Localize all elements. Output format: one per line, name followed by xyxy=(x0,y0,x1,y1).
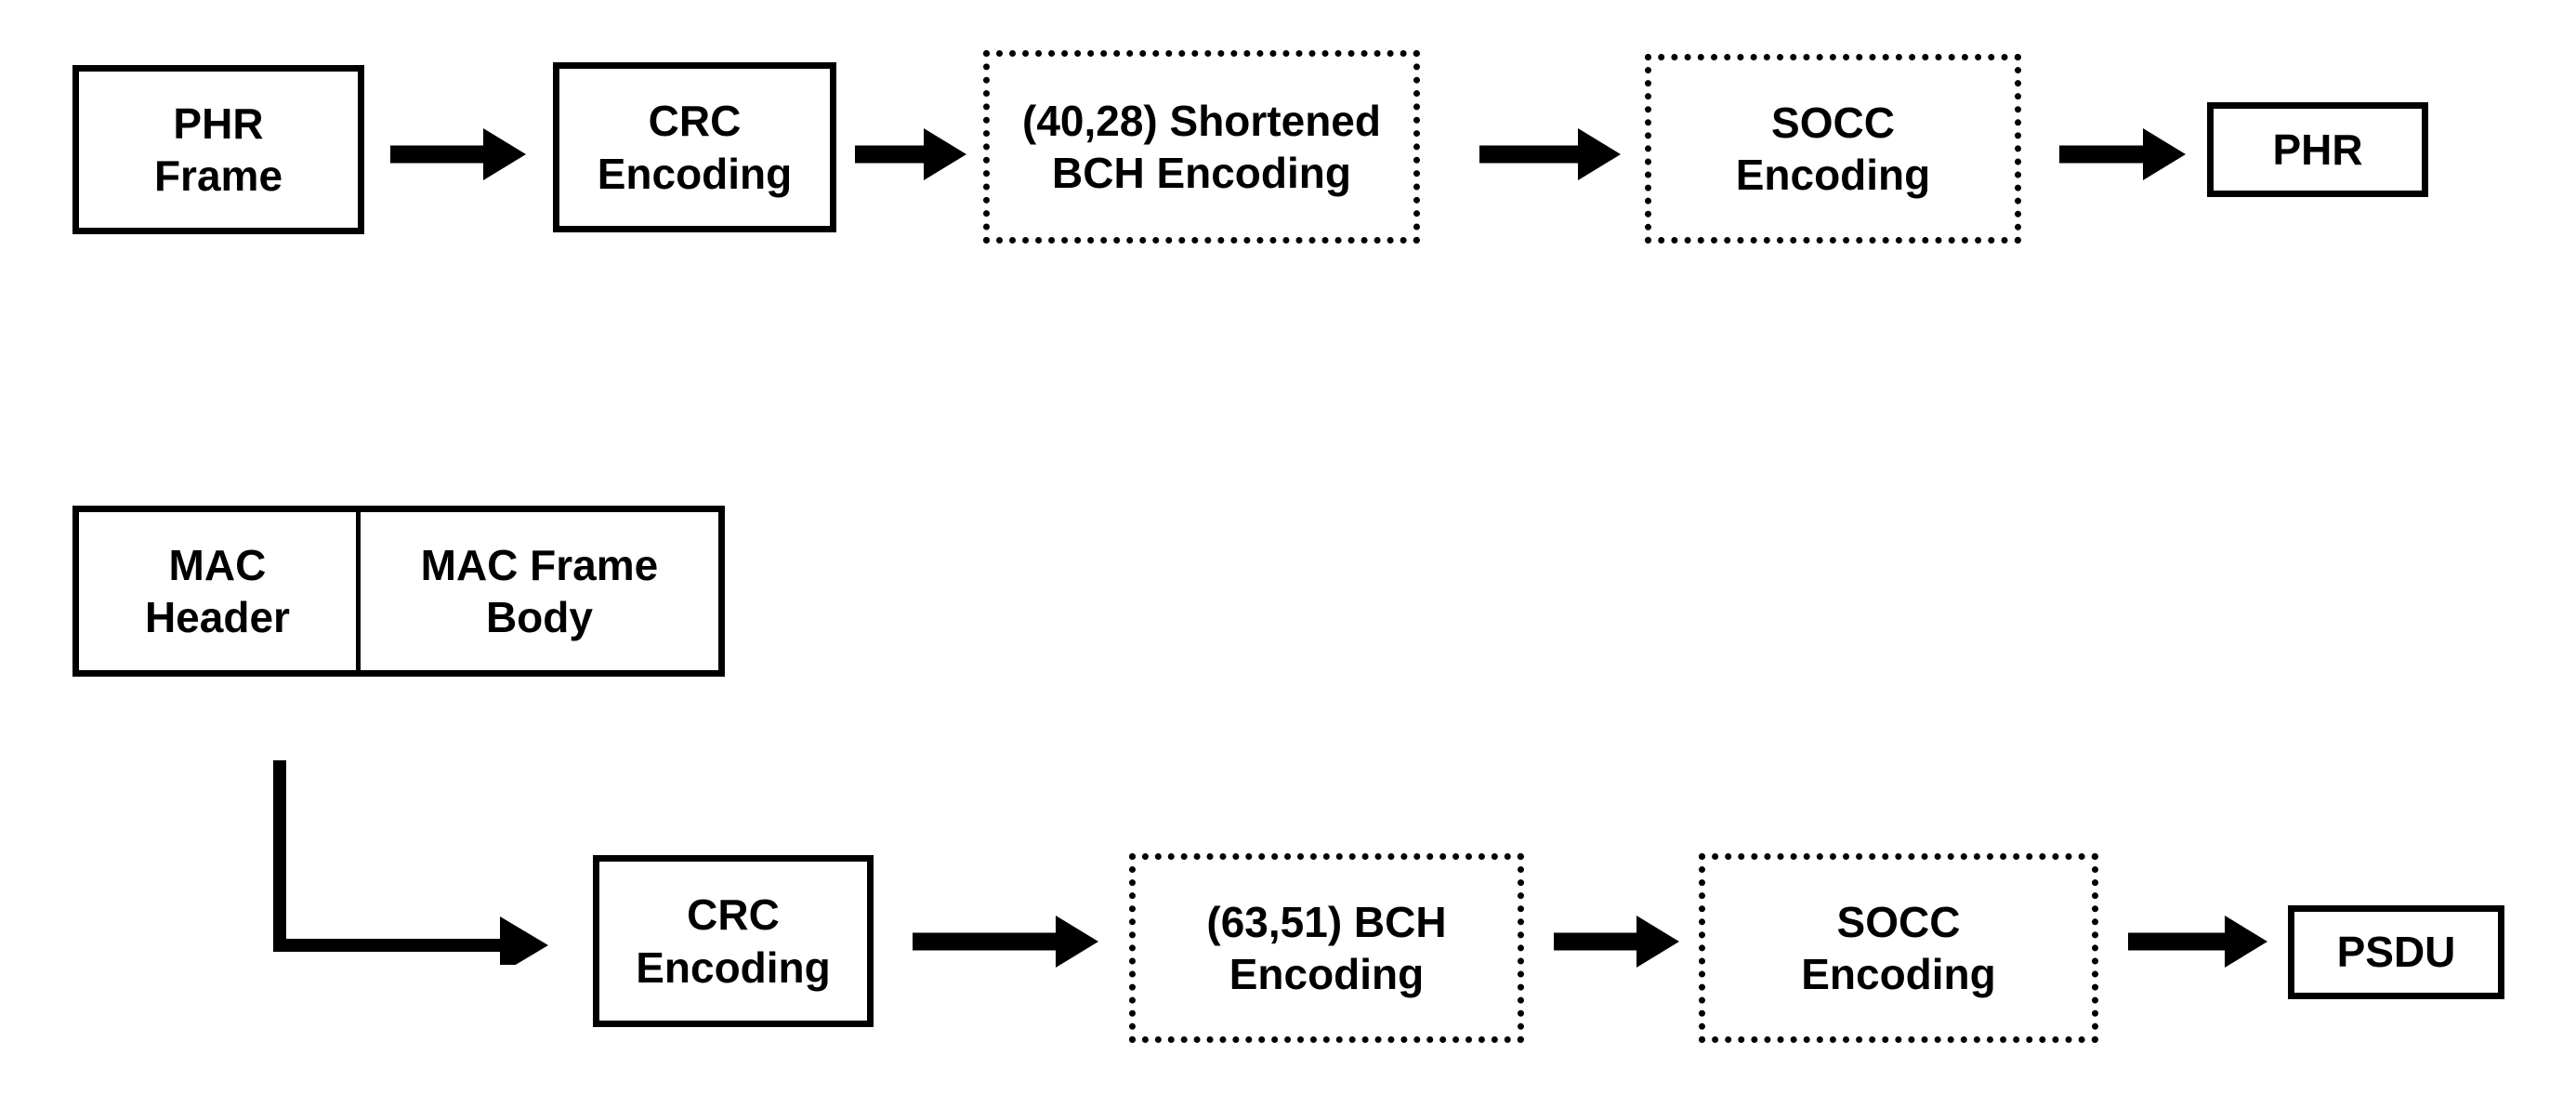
arrow-psdu-3 xyxy=(2128,916,2267,968)
node-psdu-output: PSDU xyxy=(2288,905,2504,999)
node-phr-output: PHR xyxy=(2207,102,2428,197)
arrow-phr-1 xyxy=(390,128,526,180)
node-phr-socc-encoding: SOCC Encoding xyxy=(1645,54,2021,244)
mac-frame-body-cell: MAC Frame Body xyxy=(355,512,718,670)
arrow-phr-3 xyxy=(1479,128,1621,180)
arrow-phr-4 xyxy=(2059,128,2186,180)
node-psdu-crc-encoding: CRC Encoding xyxy=(593,855,874,1027)
node-phr-shortened-bch-encoding: (40,28) Shortened BCH Encoding xyxy=(983,50,1420,244)
node-psdu-bch-encoding: (63,51) BCH Encoding xyxy=(1129,853,1524,1043)
node-phr-crc-encoding: CRC Encoding xyxy=(553,62,836,232)
elbow-arrow-mac-to-crc xyxy=(260,760,548,965)
arrow-psdu-1 xyxy=(913,916,1098,968)
node-psdu-socc-encoding: SOCC Encoding xyxy=(1699,853,2098,1043)
mac-frame-box: MAC Header MAC Frame Body xyxy=(72,506,725,677)
mac-header-cell: MAC Header xyxy=(144,540,290,641)
arrow-psdu-2 xyxy=(1554,916,1679,968)
node-phr-frame: PHR Frame xyxy=(72,65,364,234)
arrow-phr-2 xyxy=(855,128,966,180)
